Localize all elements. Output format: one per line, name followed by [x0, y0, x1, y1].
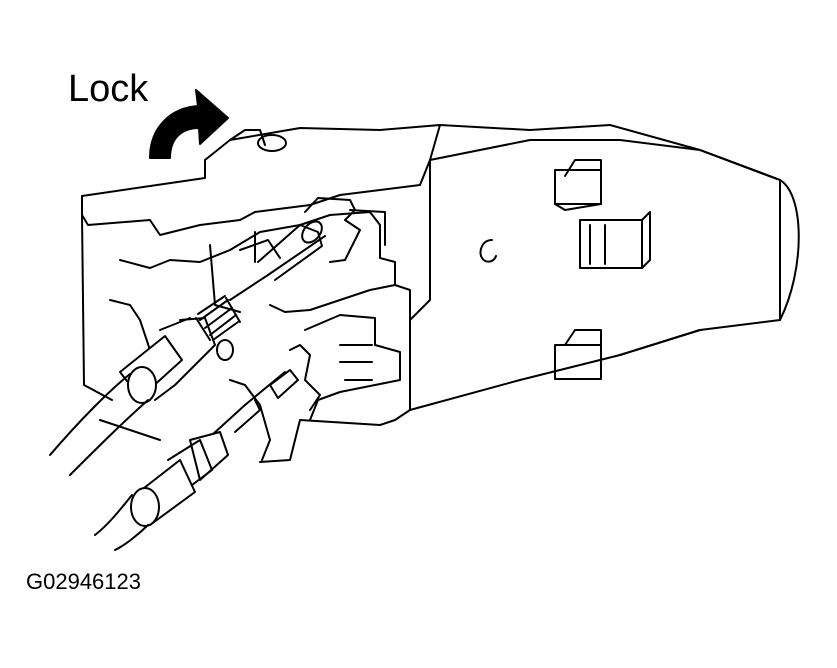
- handle-housing: [81, 124, 800, 463]
- spring-icon: [195, 295, 241, 341]
- lock-direction-label: Lock: [68, 68, 149, 110]
- upper-cable: [49, 220, 326, 476]
- latch-mechanism: [99, 197, 411, 461]
- figure-id-label: G02946123: [26, 569, 141, 594]
- curved-arrow-icon: [149, 89, 229, 159]
- lower-cable: [94, 369, 299, 551]
